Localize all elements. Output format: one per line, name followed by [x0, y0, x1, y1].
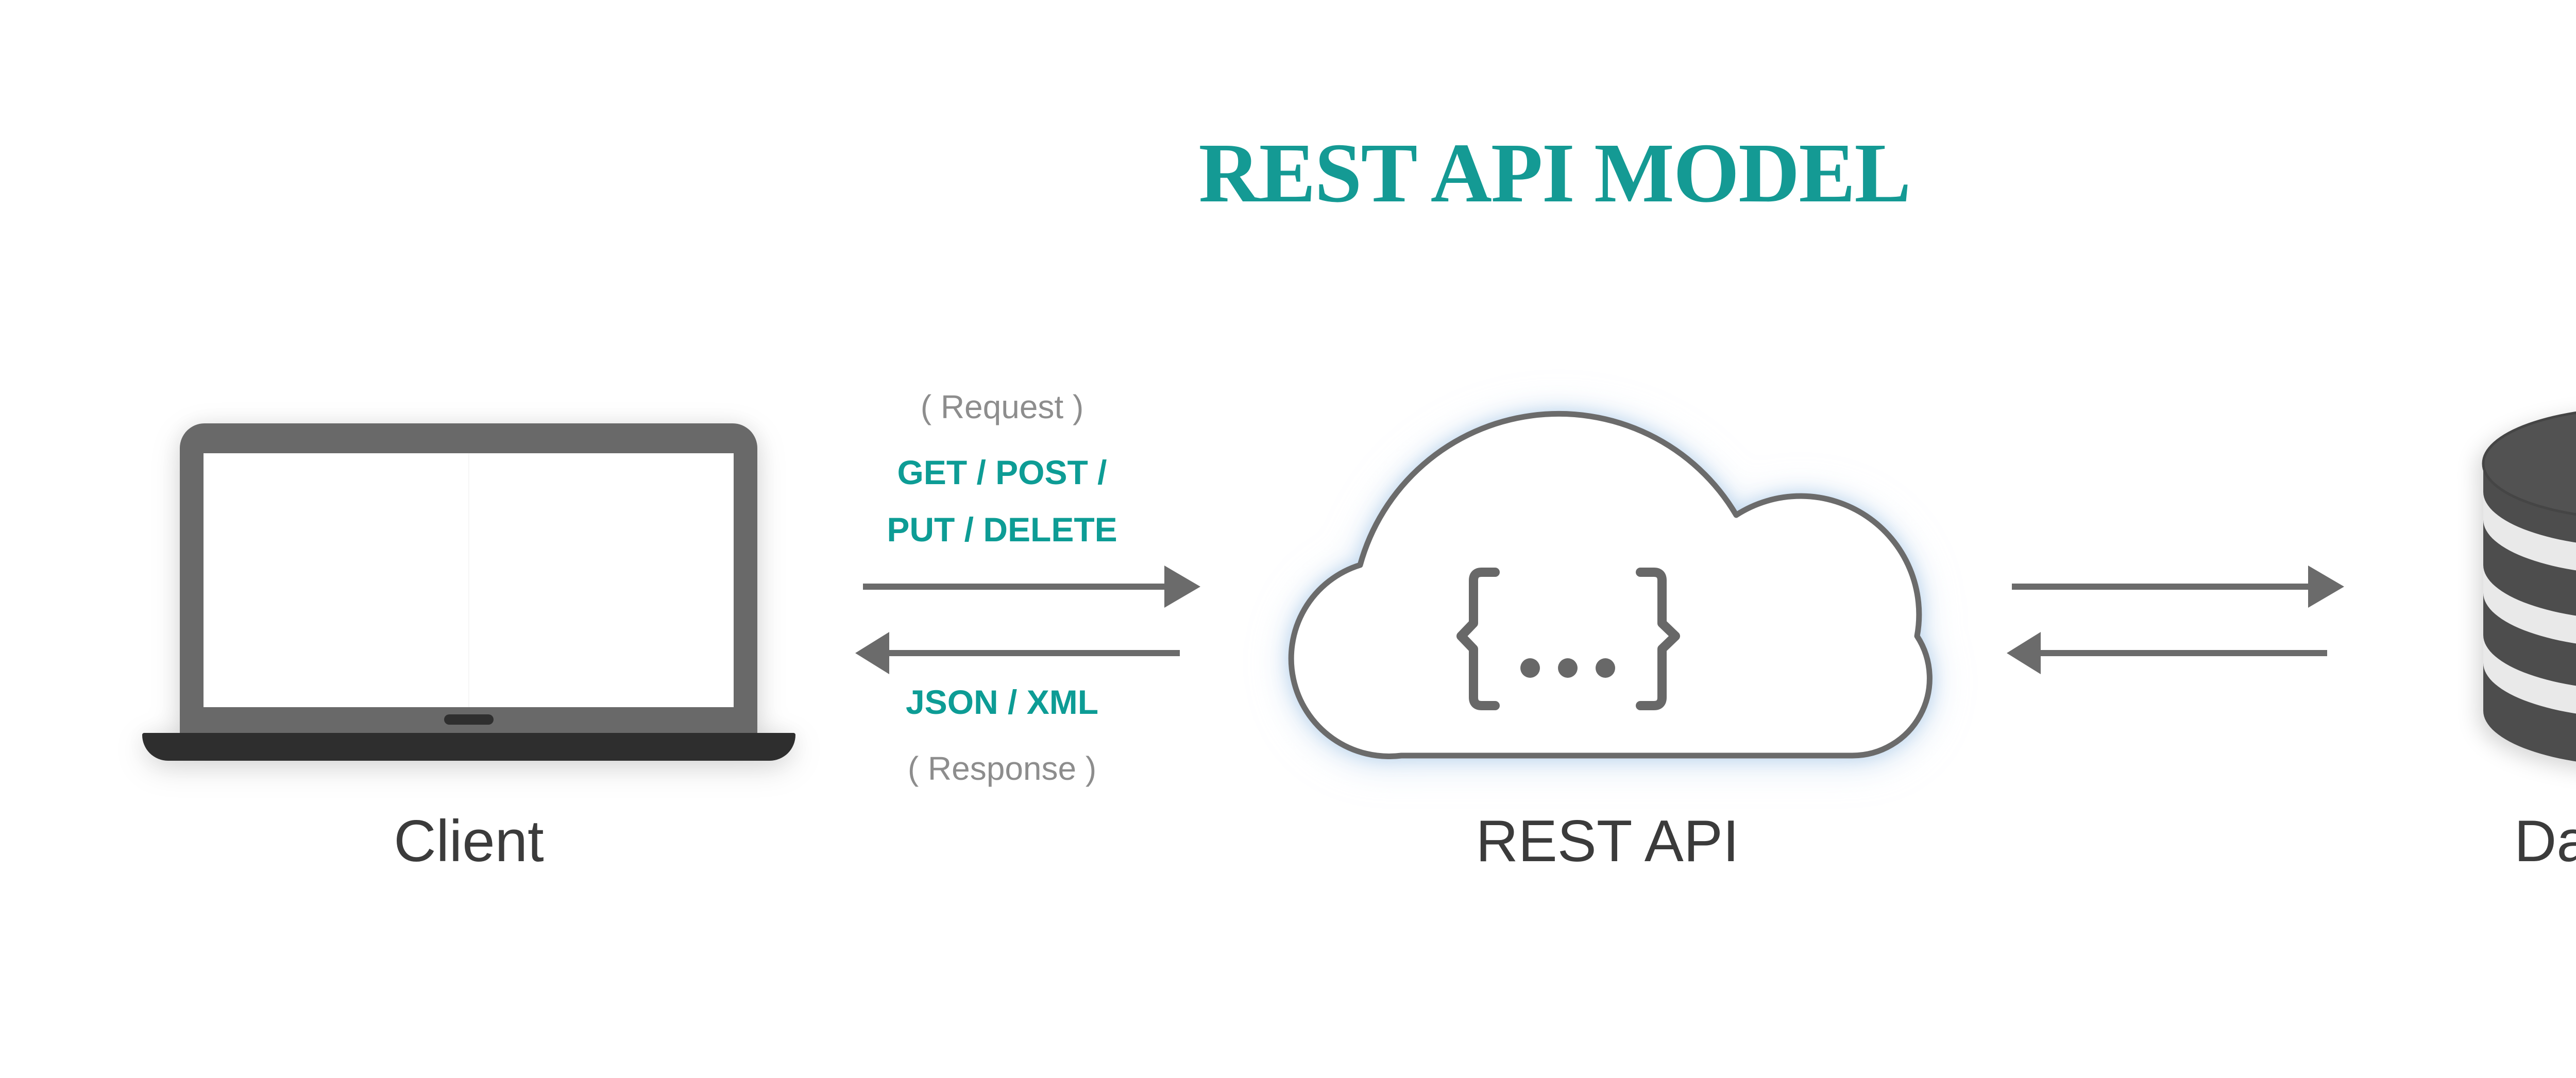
response-annotation: ( Response ) — [907, 750, 1097, 787]
response-formats: JSON / XML — [905, 683, 1099, 721]
laptop-notch — [444, 714, 494, 725]
cloud-outline — [1288, 410, 1933, 759]
response-arrow-head — [855, 632, 889, 674]
request-methods-line1: GET / POST / — [897, 453, 1107, 491]
client-label: Client — [394, 809, 544, 874]
database-label: Database — [2514, 809, 2576, 874]
db-to-api-arrow-head — [2007, 632, 2041, 674]
api-to-db-arrow-head — [2308, 566, 2344, 608]
request-methods-line2: PUT / DELETE — [887, 510, 1117, 549]
request-arrow-head — [1164, 566, 1200, 608]
api-to-db-arrow-shaft — [2012, 584, 2308, 590]
braces-icon — [1456, 568, 1680, 710]
request-annotation: ( Request ) — [920, 388, 1084, 425]
left-brace — [1456, 568, 1500, 710]
laptop-screen-seam — [468, 453, 469, 707]
right-brace — [1636, 568, 1680, 710]
db-to-api-arrow-shaft — [2041, 650, 2327, 656]
diagram-title: REST API MODEL — [1198, 126, 1911, 220]
db-bands — [2483, 492, 2576, 714]
cloud-icon — [1288, 410, 1933, 759]
request-arrow-shaft — [863, 584, 1164, 590]
laptop-base — [142, 733, 795, 761]
laptop-screen — [204, 453, 734, 707]
response-arrow-shaft — [889, 650, 1180, 656]
rest-api-label: REST API — [1476, 809, 1739, 874]
db-top-disk — [2482, 411, 2576, 516]
database-icon — [2482, 411, 2576, 762]
ellipsis-dots — [1520, 658, 1615, 678]
